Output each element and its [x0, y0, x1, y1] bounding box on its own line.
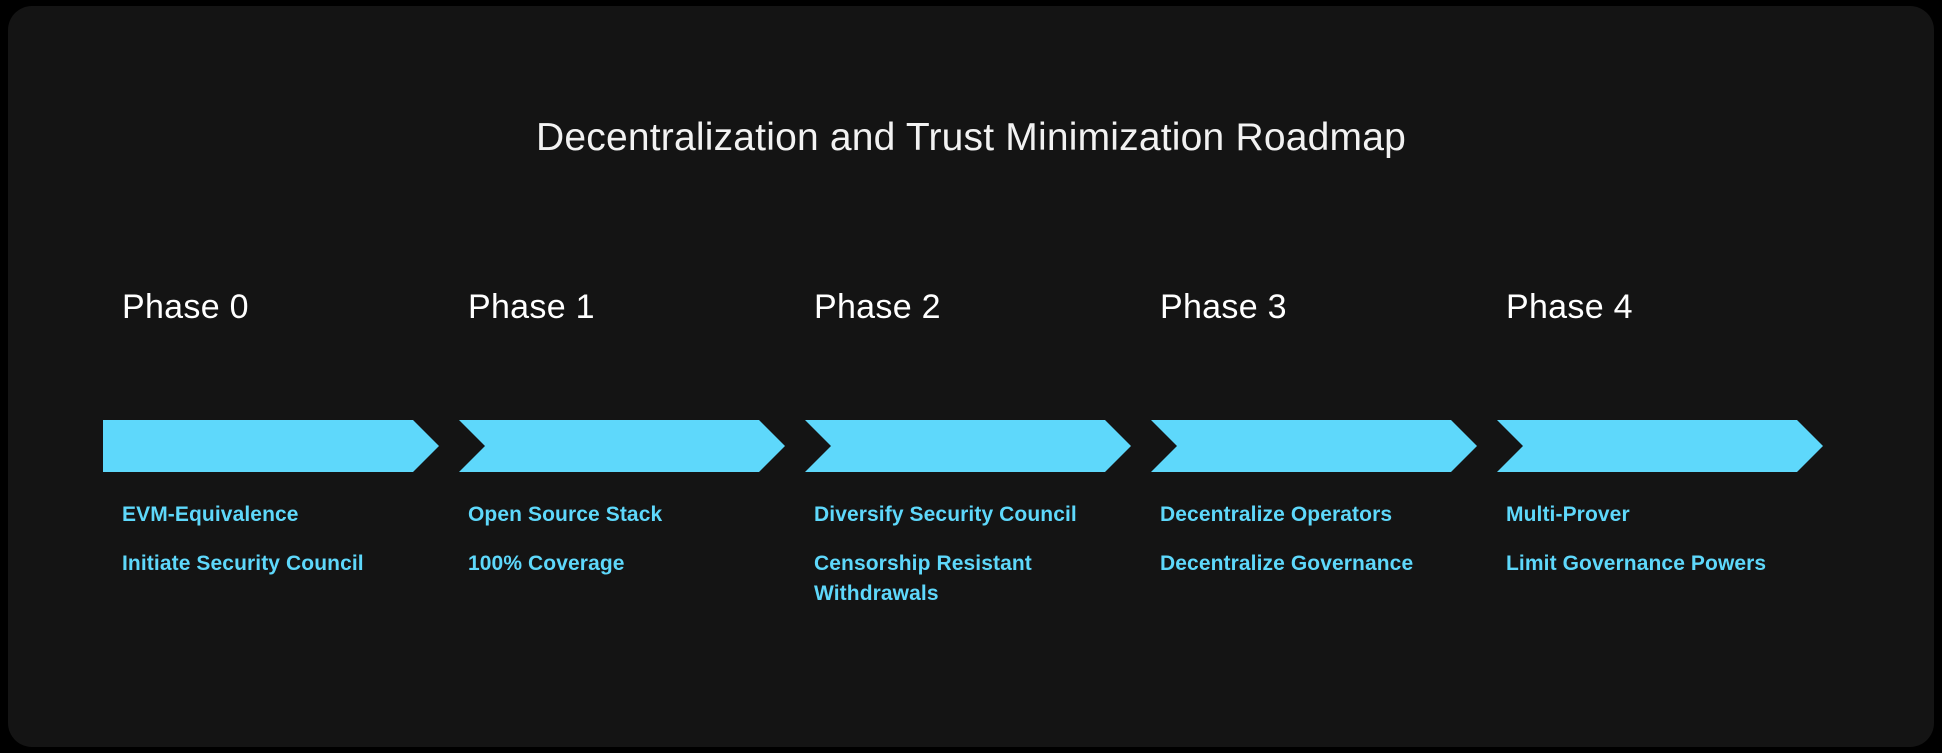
page-title: Decentralization and Trust Minimization … — [536, 116, 1406, 159]
phase-label-1: Phase 1 — [468, 288, 595, 326]
chevron-arrow-1 — [449, 420, 795, 472]
phase-items-2: Diversify Security Council Censorship Re… — [814, 500, 1134, 609]
phase-item: Censorship Resistant Withdrawals — [814, 552, 1032, 605]
phase-item: Decentralize Operators — [1160, 503, 1393, 526]
phase-column-0: Phase 0 EVM-Equivalence Initiate Securit… — [103, 288, 449, 668]
phase-track: Phase 0 EVM-Equivalence Initiate Securit… — [103, 288, 1843, 668]
phase-column-1: Phase 1 Open Source Stack 100% Coverage — [449, 288, 795, 668]
phase-item: Multi-Prover — [1506, 503, 1630, 526]
phase-label-0: Phase 0 — [122, 288, 249, 326]
phase-item: Decentralize Governance — [1160, 552, 1414, 575]
chevron-arrow-0 — [103, 420, 449, 472]
phase-item: Limit Governance Powers — [1506, 552, 1767, 575]
phase-item: Initiate Security Council — [122, 552, 364, 575]
phase-item: 100% Coverage — [468, 552, 625, 575]
roadmap-panel: Decentralization and Trust Minimization … — [8, 6, 1934, 747]
phase-items-0: EVM-Equivalence Initiate Security Counci… — [122, 500, 442, 579]
phase-column-4: Phase 4 Multi-Prover Limit Governance Po… — [1487, 288, 1833, 668]
phase-items-1: Open Source Stack 100% Coverage — [468, 500, 788, 579]
phase-items-3: Decentralize Operators Decentralize Gove… — [1160, 500, 1480, 579]
phase-column-3: Phase 3 Decentralize Operators Decentral… — [1141, 288, 1487, 668]
phase-label-2: Phase 2 — [814, 288, 941, 326]
chevron-arrow-3 — [1141, 420, 1487, 472]
phase-column-2: Phase 2 Diversify Security Council Censo… — [795, 288, 1141, 668]
chevron-arrow-2 — [795, 420, 1141, 472]
phase-item: Open Source Stack — [468, 503, 663, 526]
phase-items-4: Multi-Prover Limit Governance Powers — [1506, 500, 1826, 579]
phase-label-3: Phase 3 — [1160, 288, 1287, 326]
phase-item: EVM-Equivalence — [122, 503, 299, 526]
phase-label-4: Phase 4 — [1506, 288, 1633, 326]
chevron-arrow-4 — [1487, 420, 1833, 472]
phase-item: Diversify Security Council — [814, 503, 1077, 526]
